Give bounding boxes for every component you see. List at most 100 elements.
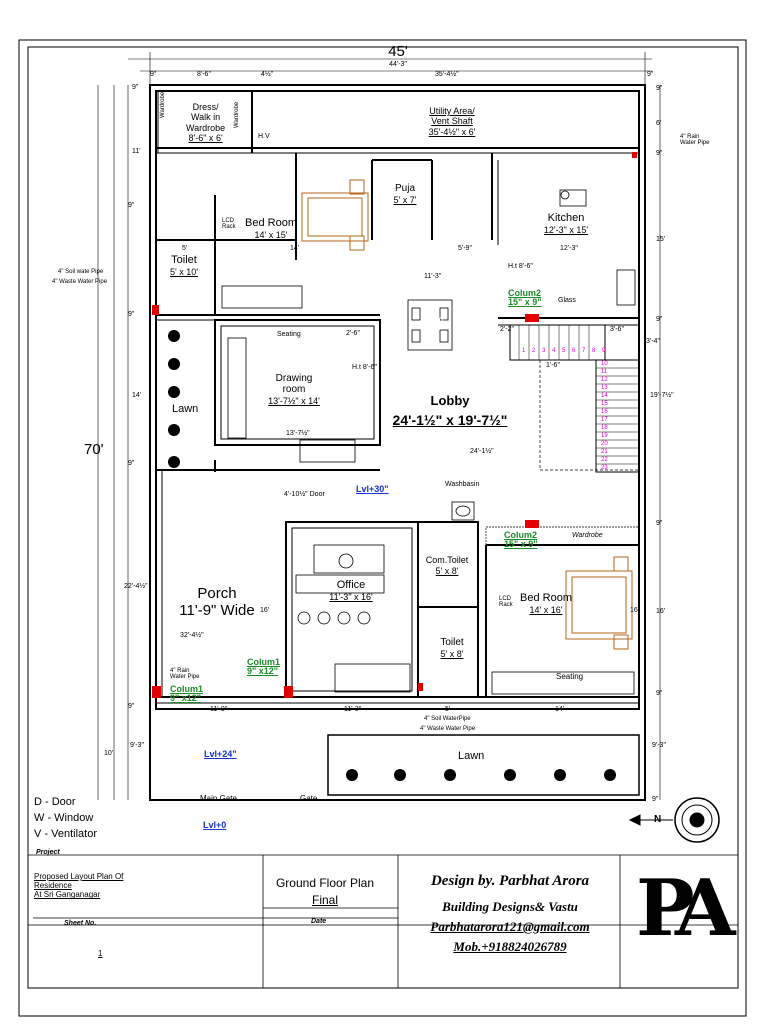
dress-room-name: Dress/ Walk in Wardrobe <box>186 102 226 133</box>
comtoilet-label: Com.Toilet 5' x 8' <box>426 556 469 576</box>
inner-dim: 11'-3" <box>344 706 362 713</box>
utility-name: Utility Area/ Vent Shaft <box>429 106 475 127</box>
toilet1-name: Toilet <box>171 254 197 266</box>
stair-step-number: 13 <box>601 385 608 391</box>
sheet-no: 1 <box>98 949 103 958</box>
left-dim: 14' <box>132 392 142 399</box>
office-label: Office 11'-3" x 16' <box>329 580 373 602</box>
puja-size: 5' x 7' <box>393 195 417 205</box>
lawn1-label: Lawn <box>172 403 199 415</box>
stair-step-number: 14 <box>601 393 608 399</box>
inner-width-label: 44'-3" <box>389 61 407 68</box>
lobby-label: Lobby 24'-1½" x 19'-7½" <box>393 394 508 427</box>
left-dim: 9" <box>128 311 135 318</box>
rain-pipe-note: 4" Rain Water Pipe <box>170 668 200 680</box>
overall-height-label: 70' <box>84 441 104 458</box>
inner-dim: 2'-6" <box>346 330 360 337</box>
column1-name: Colum1 <box>247 657 281 667</box>
right-dim: 9" <box>656 150 663 157</box>
left-dim: 22'-4½" <box>124 583 148 590</box>
left-dim: 9'-3" <box>130 742 144 749</box>
stair-step-number: 23 <box>601 465 608 471</box>
right-dim: 16' <box>656 608 666 615</box>
hv-label: H.V <box>258 133 270 140</box>
inner-dim: 12'-3" <box>560 245 578 252</box>
stair-step-number: 7 <box>582 348 586 354</box>
column2-label: Colum2 15" x 9" <box>504 531 538 549</box>
legend: D - Door W - Window V - Ventilator <box>34 795 97 843</box>
inner-dim: 5' <box>445 706 451 713</box>
title-block-lines <box>28 854 738 988</box>
stair-step-number: 5 <box>562 348 566 354</box>
door-dim-note: 4'-10½" Door <box>284 491 325 498</box>
left-dim: 9" <box>132 84 139 91</box>
stair-step-number: 1 <box>522 348 526 354</box>
designer-phone: Mob.+918824026789 <box>453 939 567 954</box>
column1-name: Colum1 <box>170 684 204 694</box>
plan-status: Final <box>311 893 339 907</box>
drawing-size: 13'-7½" x 14' <box>268 396 320 406</box>
stair-step-number: 15 <box>601 401 608 407</box>
right-dim: 9" <box>656 85 663 92</box>
project-text: Proposed Layout Plan Of Residence At Sri… <box>34 872 124 900</box>
legend-item: D - Door <box>34 796 76 808</box>
furniture <box>301 179 633 650</box>
stair-grid <box>518 325 639 465</box>
right-dim: 9" <box>656 690 663 697</box>
left-dim: 9" <box>128 703 135 710</box>
waste-pipe-note: 4" Waste Water Pipe <box>420 726 476 732</box>
wardrobe-label: Wardrobe <box>234 101 240 128</box>
toilet2-name: Toilet <box>440 637 464 648</box>
brand-logo: PA <box>636 863 735 954</box>
column2-name: Colum2 <box>508 288 542 298</box>
column1-label: Colum1 9" x12" <box>170 685 203 703</box>
bedroom2-size: 14' x 16' <box>529 605 563 615</box>
inner-dim: 11'-3" <box>424 273 442 280</box>
porch-label: Porch 11'-9" Wide <box>179 586 254 618</box>
seating-label: Seating <box>277 331 301 338</box>
inner-dim: 2'-2" <box>500 326 514 333</box>
right-dim: 19'-7½" <box>650 392 674 399</box>
stair-step-number: 2 <box>532 348 536 354</box>
lobby-name: Lobby <box>430 393 470 408</box>
inner-dim: 3'-6" <box>610 326 624 333</box>
kitchen-size: 12'-3" x 15' <box>543 225 589 235</box>
top-dim: 9" <box>647 71 654 78</box>
stair-step-number: 18 <box>601 425 608 431</box>
bedroom2-name: Bed Room <box>520 592 572 604</box>
porch-size: 11'-9" Wide <box>179 602 255 619</box>
inner-dim: 24'-1½" <box>470 448 494 455</box>
left-dim: 9" <box>128 202 135 209</box>
level-label: Lvl+0 <box>203 820 227 830</box>
plan-title: Ground Floor Plan <box>275 876 375 890</box>
designer-email: Parbhatarora121@gmail.com <box>430 919 590 934</box>
height-note: H.t 8'-6" <box>508 263 533 270</box>
legend-item: W - Window <box>34 811 94 824</box>
height-note: H.t 8'-6" <box>352 364 377 371</box>
stair-step-number: 9 <box>602 348 606 354</box>
main-gate-label: Main Gate <box>200 794 237 803</box>
comtoilet-name: Com.Toilet <box>425 555 469 565</box>
inner-dim: 13'-7½" <box>286 430 310 437</box>
designer-name: Design by. Parbhat Arora <box>430 873 590 889</box>
porch-name: Porch <box>197 585 237 602</box>
utility-label: Utility Area/ Vent Shaft 35'-4½" x 6' <box>429 106 476 137</box>
inner-dim: 1'-6" <box>546 362 560 369</box>
top-dim: 35'-4½" <box>435 71 459 78</box>
wardrobe-label: Wardrobe <box>572 532 603 539</box>
column2-size: 15" x 9" <box>504 539 538 549</box>
wardrobe-label: Wardrobe <box>160 91 166 118</box>
lcd-rack-label: LCD Rack <box>499 596 513 608</box>
right-dim: 9" <box>656 316 663 323</box>
glass-label: Glass <box>558 297 576 304</box>
stair-step-number: 19 <box>601 433 608 439</box>
lobby-size: 24'-1½" x 19'-7½" <box>392 412 508 428</box>
dress-room-size: 8'-6" x 6' <box>188 133 223 144</box>
washbasin-label: Washbasin <box>445 481 480 488</box>
top-dim: 9" <box>150 71 157 78</box>
office-name: Office <box>336 579 366 591</box>
inner-dim: 14' <box>555 706 565 713</box>
stair-step-number: 12 <box>601 377 608 383</box>
